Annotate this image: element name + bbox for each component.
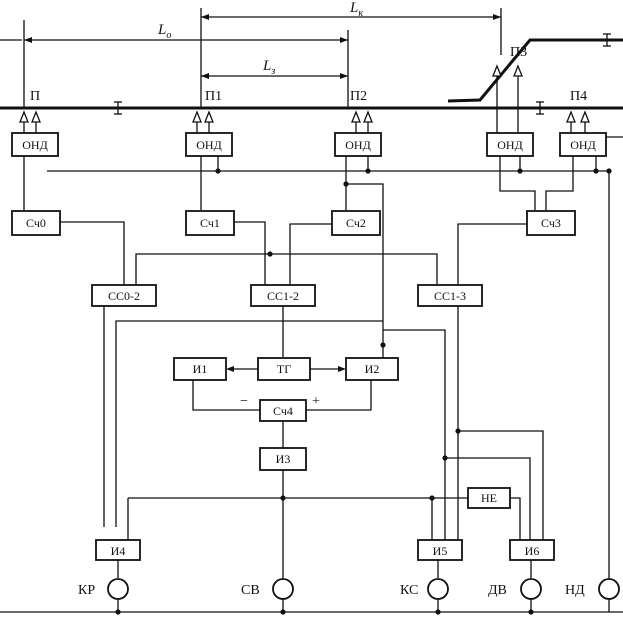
gate-i5: И5: [417, 539, 463, 561]
svg-text:ОНД: ОНД: [570, 138, 596, 152]
svg-text:СС1-3: СС1-3: [434, 289, 466, 303]
svg-text:И3: И3: [276, 452, 291, 466]
output-dv: ДВ: [488, 578, 542, 600]
output-kr: КР: [78, 578, 129, 600]
svg-text:Сч0: Сч0: [26, 216, 46, 230]
sch4-minus-sign: −: [240, 394, 248, 409]
svg-text:Сч3: Сч3: [541, 216, 561, 230]
svg-text:КР: КР: [78, 583, 95, 598]
output-ks: КС: [400, 578, 449, 600]
svg-text:Сч2: Сч2: [346, 216, 366, 230]
generator-tg: ТГ: [257, 357, 311, 381]
counter-sch0: Сч0: [11, 210, 61, 236]
svg-text:НЕ: НЕ: [481, 491, 497, 505]
gate-i2: И2: [345, 357, 399, 381]
gate-i1: И1: [173, 357, 227, 381]
dimension-label-lz: Lз: [262, 58, 275, 77]
svg-text:СВ: СВ: [241, 583, 260, 598]
output-nd: НД: [565, 578, 620, 600]
svg-text:Сч4: Сч4: [273, 404, 293, 418]
svg-text:СС0-2: СС0-2: [108, 289, 140, 303]
gate-i3: И3: [259, 447, 307, 471]
comparator-ss02: СС0-2: [91, 284, 157, 307]
dimension-lines: [23, 8, 502, 108]
counter-sch4: Сч4: [259, 399, 307, 422]
svg-text:И4: И4: [111, 544, 126, 558]
junction-dots: [115, 168, 612, 615]
sensor-label-p3: П3: [510, 45, 527, 60]
sensor-triangles: [19, 64, 590, 123]
svg-text:ОНД: ОНД: [22, 138, 48, 152]
svg-text:ДВ: ДВ: [488, 583, 507, 598]
comparator-ss13: СС1-3: [417, 284, 483, 307]
svg-text:НД: НД: [565, 583, 585, 598]
svg-text:И1: И1: [193, 362, 208, 376]
ond-block-p: ОНД: [11, 132, 59, 157]
gate-i4: И4: [95, 539, 141, 561]
dimension-label-lo: Lо: [157, 22, 171, 41]
counter-sch2: Сч2: [331, 210, 381, 236]
dimension-label-lk: Lк: [349, 0, 363, 19]
svg-text:И5: И5: [433, 544, 448, 558]
ond-block-p4: ОНД: [559, 132, 607, 157]
svg-text:СС1-2: СС1-2: [267, 289, 299, 303]
svg-text:КС: КС: [400, 583, 418, 598]
counter-sch3: Сч3: [526, 210, 576, 236]
sensor-label-p4: П4: [570, 89, 587, 104]
svg-text:ТГ: ТГ: [277, 362, 291, 376]
sensor-label-p: П: [30, 89, 40, 104]
sch4-plus-sign: +: [312, 394, 320, 409]
svg-text:ОНД: ОНД: [196, 138, 222, 152]
output-sv: СВ: [241, 578, 294, 600]
gate-i6: И6: [509, 539, 555, 561]
sensor-label-p1: П1: [205, 89, 222, 104]
ond-block-p1: ОНД: [185, 132, 233, 157]
ond-block-p3: ОНД: [486, 132, 534, 157]
ond-block-p2: ОНД: [334, 132, 382, 157]
sensor-label-p2: П2: [350, 89, 367, 104]
rail-track: [0, 33, 623, 138]
gate-ne: НЕ: [467, 487, 511, 509]
sensor-stems: [23, 76, 586, 133]
svg-text:И6: И6: [525, 544, 540, 558]
comparator-ss12: СС1-2: [250, 284, 316, 307]
counter-sch1: Сч1: [185, 210, 235, 236]
svg-text:Сч1: Сч1: [200, 216, 220, 230]
svg-text:ОНД: ОНД: [345, 138, 371, 152]
svg-text:И2: И2: [365, 362, 380, 376]
svg-text:ОНД: ОНД: [497, 138, 523, 152]
